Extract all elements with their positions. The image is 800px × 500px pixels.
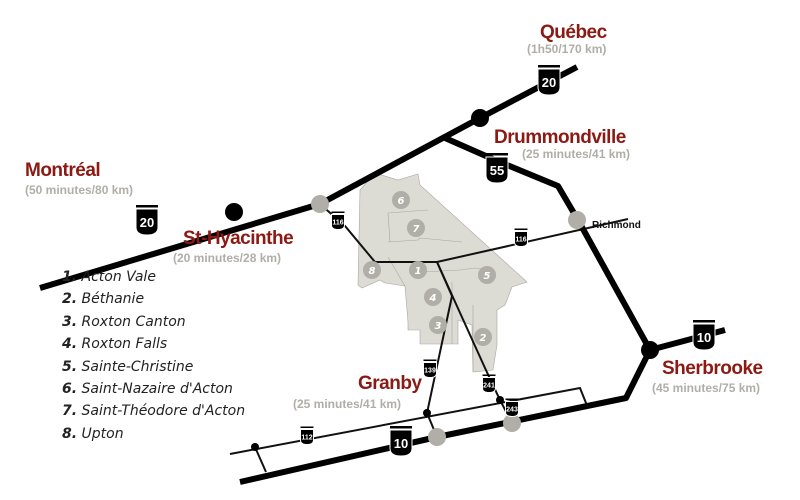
municipality-legend: 1. Acton Vale 2. Béthanie 3. Roxton Cant…	[62, 266, 245, 445]
legend-item: 5. Sainte-Christine	[62, 358, 194, 375]
city-sherbrooke: Sherbrooke	[662, 358, 763, 379]
legend-item: 7. Saint-Théodore d'Acton	[62, 403, 246, 420]
region-marker-5: 5	[478, 266, 496, 284]
highway-shield-r112: 112	[300, 426, 314, 446]
city-labels: Québec (1h50/170 km) Drummondville (25 m…	[25, 22, 763, 411]
svg-text:7: 7	[413, 224, 420, 235]
highway-shield-r241: 241	[482, 374, 496, 394]
region-marker-1: 1	[409, 261, 427, 279]
distance-drummondville: (25 minutes/41 km)	[522, 147, 630, 161]
highway-shield-a20: 20	[537, 65, 561, 96]
legend-item: 3. Roxton Canton	[62, 313, 186, 330]
city-montreal: Montréal	[25, 160, 100, 181]
city-st-hyacinthe: St-Hyacinthe	[183, 228, 293, 249]
city-quebec: Québec	[540, 22, 608, 43]
svg-text:116: 116	[332, 220, 343, 227]
svg-text:20: 20	[542, 75, 556, 90]
svg-text:10: 10	[394, 436, 408, 451]
city-granby: Granby	[358, 373, 422, 394]
highway-shield-r243: 243	[505, 398, 519, 418]
legend-item: 6. Saint-Nazaire d'Acton	[62, 381, 233, 398]
svg-text:2: 2	[480, 333, 487, 344]
svg-text:5: 5	[484, 271, 491, 282]
svg-text:55: 55	[490, 163, 504, 178]
svg-text:4: 4	[429, 293, 437, 304]
region-number-markers: 1 2 3 4 5 6 7 8	[363, 191, 496, 346]
region-marker-6: 6	[392, 191, 410, 209]
distance-granby: (25 minutes/41 km)	[293, 397, 401, 411]
highway-shield-r139: 139	[423, 359, 437, 379]
legend-item: 8. Upton	[62, 425, 124, 442]
city-drummondville: Drummondville	[494, 127, 626, 148]
highway-shield-a20: 20	[135, 205, 159, 236]
svg-text:3: 3	[435, 321, 442, 332]
highway-shield-a10: 10	[389, 426, 413, 457]
distance-st-hyacinthe: (20 minutes/28 km)	[173, 251, 281, 265]
svg-text:20: 20	[140, 215, 154, 230]
legend-item: 4. Roxton Falls	[62, 336, 168, 353]
svg-text:8: 8	[369, 266, 376, 277]
svg-text:1: 1	[415, 266, 422, 277]
junctions	[225, 109, 659, 451]
svg-text:243: 243	[506, 407, 518, 414]
svg-text:6: 6	[398, 196, 405, 207]
region-marker-3: 3	[429, 316, 447, 334]
svg-text:116: 116	[515, 237, 526, 244]
highway-shield-r116: 116	[514, 228, 528, 248]
highway-shield-a10: 10	[692, 320, 716, 351]
region-marker-8: 8	[363, 261, 381, 279]
legend-item: 1. Acton Vale	[62, 269, 156, 285]
highway-shield-r116: 116	[331, 211, 345, 231]
town-richmond: Richmond	[592, 220, 641, 231]
region-marker-7: 7	[407, 219, 425, 237]
distance-quebec: (1h50/170 km)	[527, 42, 606, 56]
region-marker-2: 2	[474, 328, 492, 346]
svg-text:112: 112	[301, 435, 312, 442]
distance-sherbrooke: (45 minutes/75 km)	[652, 381, 760, 395]
region-marker-4: 4	[424, 288, 442, 306]
legend-item: 2. Béthanie	[62, 291, 145, 308]
highways	[39, 64, 726, 485]
highway-shield-a55: 55	[485, 153, 509, 184]
svg-text:10: 10	[697, 330, 711, 345]
distance-montreal: (50 minutes/80 km)	[25, 183, 133, 197]
svg-text:241: 241	[483, 383, 495, 390]
svg-text:139: 139	[424, 368, 436, 375]
